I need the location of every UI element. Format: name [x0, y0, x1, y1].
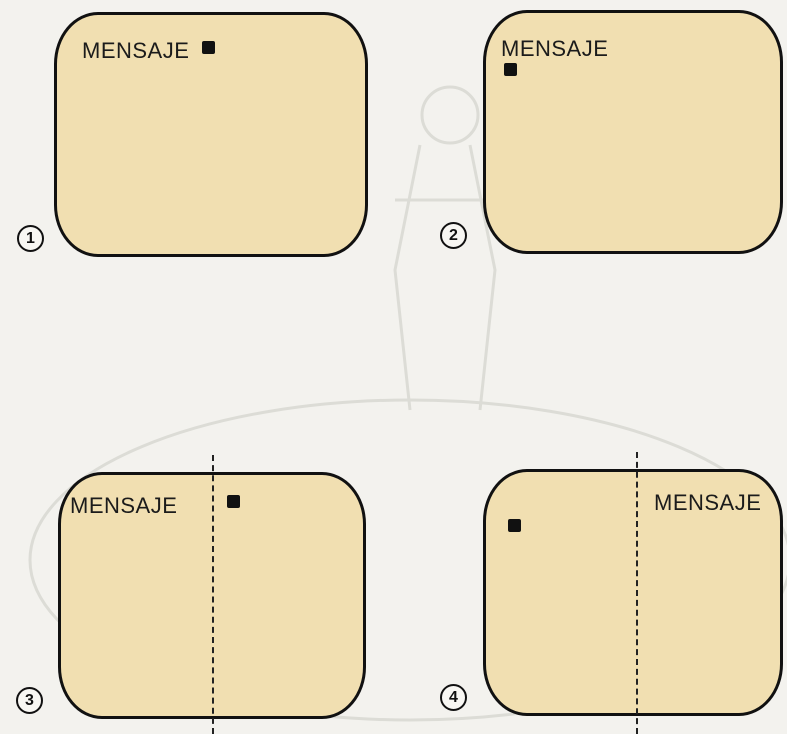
screen-divider-line-4 — [636, 452, 638, 734]
cursor-block-2 — [504, 63, 517, 76]
message-text-3: MENSAJE — [70, 493, 177, 519]
panel-number-2: 2 — [440, 222, 467, 249]
panel-number-4: 4 — [440, 684, 467, 711]
cursor-block-3 — [227, 495, 240, 508]
cursor-block-1 — [202, 41, 215, 54]
message-text-4: MENSAJE — [654, 490, 761, 516]
message-text-1: MENSAJE — [82, 38, 189, 64]
panel-number-3: 3 — [16, 687, 43, 714]
message-text-2: MENSAJE — [501, 36, 608, 62]
screen-divider-line-3 — [212, 455, 214, 734]
cursor-block-4 — [508, 519, 521, 532]
panel-number-1: 1 — [17, 225, 44, 252]
